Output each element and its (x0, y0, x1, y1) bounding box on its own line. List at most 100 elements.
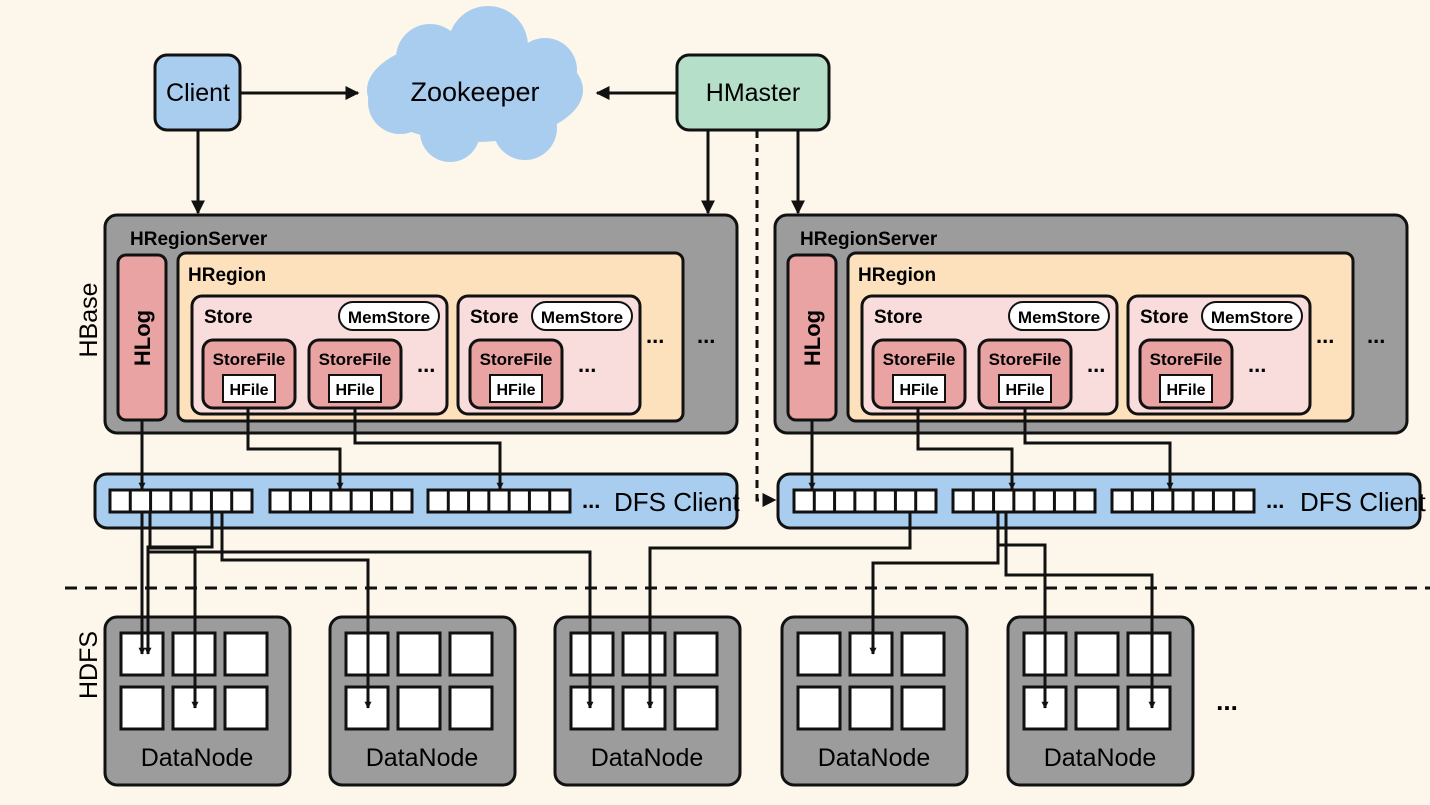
store-ellipsis: ... (646, 323, 664, 348)
hfile-label: HFile (1005, 382, 1044, 399)
datanode-more-ellipsis: ... (1216, 686, 1238, 716)
store-label: Store (874, 307, 923, 328)
zookeeper-node: Zookeeper (367, 6, 583, 162)
hregion-label: HRegion (858, 265, 936, 286)
datanode-block (673, 631, 719, 677)
data-flow-arrow (1004, 512, 1156, 709)
hfile-label: HFile (496, 382, 535, 399)
datanode-block (900, 631, 946, 677)
store-box: Store MemStoreStoreFileHFile... (456, 294, 642, 416)
storefile-ellipsis: ... (1248, 352, 1266, 377)
store-label: Store (470, 307, 519, 328)
datanode-3: DataNode (553, 615, 742, 787)
dfs-client-label: DFS Client (1300, 487, 1426, 517)
datanode-block (796, 685, 842, 731)
datanode-block (621, 685, 667, 731)
storefile-label: StoreFile (213, 350, 286, 369)
datanode-label: DataNode (818, 744, 931, 772)
storefile-ellipsis: ... (578, 352, 596, 377)
hregion-ellipsis: ... (697, 323, 715, 348)
datanode-1: DataNode (103, 615, 292, 787)
memstore-pill (1008, 301, 1110, 331)
hregion-ellipsis: ... (1367, 323, 1385, 348)
dfs-block-group (426, 488, 572, 514)
zookeeper-cloud-icon (367, 6, 583, 162)
client-label: Client (166, 79, 230, 107)
datanode-block (1126, 631, 1172, 677)
dfs-block-group (951, 488, 1097, 514)
memstore-pill (338, 301, 440, 331)
hdfs-layer-label: HDFS (75, 631, 103, 699)
memstore-label: MemStore (541, 308, 623, 327)
datanode-2: DataNode (328, 615, 517, 787)
hbase-layer-label: HBase (75, 282, 103, 357)
datanode-block (673, 685, 719, 731)
datanode-block (1126, 685, 1172, 731)
dfs-client-1: ...DFS Client (93, 472, 740, 530)
storefile-label: StoreFile (883, 350, 956, 369)
hregionserver-title: HRegionServer (130, 229, 268, 250)
datanode-block (796, 631, 842, 677)
client-node: Client (153, 53, 242, 132)
store-ellipsis: ... (1316, 323, 1334, 348)
hfile-label: HFile (229, 382, 268, 399)
dfs-block-group (792, 488, 938, 514)
data-flow-arrow (998, 543, 1049, 709)
datanode-block (396, 631, 442, 677)
datanode-block (621, 631, 667, 677)
hfile-label: HFile (335, 382, 374, 399)
dfs-block-group (268, 488, 414, 514)
datanode-block (119, 685, 165, 731)
datanode-block (900, 685, 946, 731)
store-label: Store (1140, 307, 1189, 328)
hfile-box (892, 374, 946, 403)
data-flow-arrow (148, 550, 594, 709)
datanode-block (1074, 631, 1120, 677)
data-flow-arrow (646, 512, 912, 709)
hfile-box (222, 374, 276, 403)
datanode-block (223, 685, 269, 731)
data-flow-arrow (220, 512, 372, 709)
hmaster-node: HMaster (675, 53, 831, 132)
storefile-ellipsis: ... (417, 352, 435, 377)
data-flow-arrow (246, 408, 344, 490)
datanode-block (848, 685, 894, 731)
datanode-block (396, 685, 442, 731)
datanode-4: DataNode (780, 615, 969, 787)
data-flow-arrow (148, 512, 199, 709)
storefile-label: StoreFile (989, 350, 1062, 369)
hregionserver-title: HRegionServer (800, 229, 938, 250)
dfs-block-group (1110, 488, 1256, 514)
datanode-label: DataNode (141, 744, 254, 772)
storefile-ellipsis: ... (1087, 352, 1105, 377)
datanode-block (448, 631, 494, 677)
data-flow-arrow (869, 512, 1000, 655)
memstore-label: MemStore (1211, 308, 1293, 327)
data-flow-arrow (353, 408, 504, 490)
datanode-block (1074, 685, 1120, 731)
hmaster-label: HMaster (706, 79, 800, 107)
dfs-ellipsis: ... (1266, 488, 1284, 513)
hregion-label: HRegion (188, 265, 266, 286)
datanode-block (569, 685, 615, 731)
zookeeper-label: Zookeeper (410, 77, 539, 107)
datanode-block (223, 631, 269, 677)
hfile-label: HFile (1166, 382, 1205, 399)
hlog-label: HLog (130, 310, 155, 366)
top-arrows (191, 86, 805, 507)
dfs-client-2: ... DFS Client (776, 472, 1426, 530)
memstore-pill (531, 301, 633, 331)
datanode-5: DataNode (1006, 615, 1195, 787)
hfile-box (489, 374, 543, 403)
dfs-client-label: DFS Client (614, 487, 740, 517)
storefile-label: StoreFile (1150, 350, 1223, 369)
hmaster-to-dfs-dashed-arrow (755, 130, 777, 507)
datanode-block (569, 631, 615, 677)
hfile-box (1159, 374, 1213, 403)
